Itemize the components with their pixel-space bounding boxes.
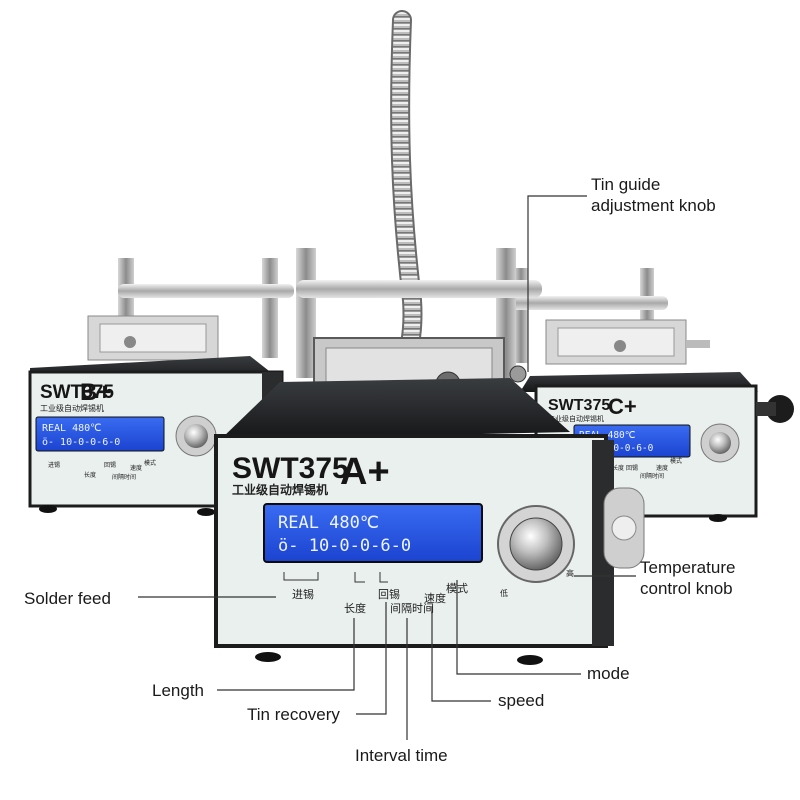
speed-leader — [431, 606, 491, 702]
main-top-deck — [220, 378, 570, 440]
solder-feed-bracket — [283, 572, 319, 581]
tin-guide-knob[interactable] — [509, 365, 527, 383]
right-model: SWT375 — [548, 397, 610, 414]
temperature-knob-cap — [509, 517, 563, 571]
tin-guide-leader — [527, 195, 587, 372]
left-btn-label: 模式 — [144, 459, 156, 467]
callout-speed: speed — [498, 691, 545, 710]
right-btn-label: 速度 — [656, 464, 668, 472]
unit-main: SWT375 A+ 工业级自动焊锡机 REAL 480℃ ö- 10-0-0-6… — [214, 10, 645, 665]
left-knob-cap — [184, 424, 208, 448]
main-lcd-line2: ö- 10-0-0-6-0 — [278, 536, 411, 556]
main-foot — [255, 652, 281, 662]
main-btn-label-recovery: 回锡 — [378, 587, 400, 601]
left-btn-label: 长度 — [84, 471, 96, 479]
tin-recovery-leader — [356, 602, 387, 715]
main-btn-label-length: 长度 — [344, 601, 366, 615]
length-leader — [217, 618, 355, 691]
main-btn-label-speed: 速度 — [424, 591, 446, 605]
left-feeder-screw — [124, 336, 136, 348]
main-foot — [517, 655, 543, 665]
right-foot — [709, 514, 727, 522]
main-spool-rod — [296, 280, 542, 298]
right-knob-cap — [709, 432, 731, 454]
right-variant: C+ — [608, 394, 637, 419]
side-clamp-screw — [611, 515, 637, 541]
left-btn-label: 间隔时间 — [112, 473, 136, 481]
right-btn-label: 间隔时间 — [640, 472, 664, 480]
knob-label-high: 高 — [566, 568, 574, 578]
main-btn-label-interval: 间隔时间 — [390, 602, 434, 615]
length-bracket — [354, 572, 365, 583]
callout-solder-feed: Solder feed — [24, 589, 111, 608]
main-lcd-line1: REAL 480℃ — [278, 513, 379, 533]
right-btn-label: 回锡 — [626, 464, 638, 472]
main-subtitle: 工业级自动焊锡机 — [232, 482, 328, 497]
left-frame-post — [262, 258, 278, 358]
right-feeder-screw — [614, 340, 626, 352]
callout-lines — [138, 195, 636, 740]
callout-length: Length — [152, 681, 204, 700]
callout-mode: mode — [587, 664, 630, 683]
callout-tin-guide: Tin guide adjustment knob — [591, 175, 716, 215]
left-btn-label: 回锡 — [104, 461, 116, 469]
callout-temperature: Temperature control knob — [640, 558, 736, 598]
right-btn-label: 长度 — [612, 464, 624, 472]
callout-tin-recovery: Tin recovery — [247, 705, 340, 724]
right-side-knob-shaft — [756, 402, 776, 416]
right-lcd-line2: ö- 10-0-0-6-0 — [579, 443, 654, 454]
left-subtitle: 工业级自动焊锡机 — [40, 403, 104, 413]
main-side — [592, 440, 614, 646]
main-model: SWT375 — [232, 452, 349, 485]
left-btn-label: 速度 — [130, 464, 142, 472]
left-lcd-line1: REAL 480℃ — [42, 423, 101, 434]
right-subtitle: 工业级自动焊锡机 — [548, 414, 604, 423]
left-foot — [197, 508, 215, 516]
left-variant: B+ — [80, 379, 111, 406]
left-feeder-plate — [99, 323, 207, 353]
left-btn-label: 进锡 — [48, 461, 60, 469]
callout-interval-time: Interval time — [355, 746, 448, 765]
right-spool-rod — [506, 296, 668, 310]
right-btn-label: 模式 — [670, 457, 682, 465]
main-btn-label-feed: 进锡 — [292, 587, 314, 601]
main-variant: A+ — [340, 451, 390, 493]
left-lcd-line2: ö- 10-0-0-6-0 — [42, 437, 120, 448]
recovery-bracket — [379, 572, 388, 583]
mode-leader — [456, 580, 581, 675]
left-model: SWT375 — [40, 382, 114, 403]
left-spool-rod — [118, 284, 294, 298]
main-lcd — [263, 503, 483, 563]
knob-label-low: 低 — [500, 588, 508, 598]
right-pin — [686, 340, 710, 348]
left-lcd — [35, 416, 165, 452]
left-foot — [39, 505, 57, 513]
